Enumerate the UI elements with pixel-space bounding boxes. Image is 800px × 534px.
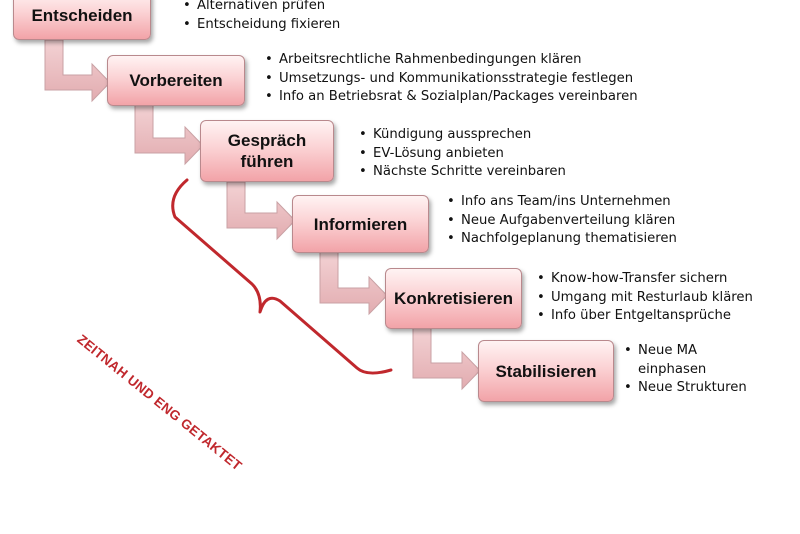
- bullets-konkretisieren: Know-how-Transfer sichern Umgang mit Res…: [537, 270, 753, 326]
- step-label: Informieren: [313, 214, 408, 234]
- step-label: Stabilisieren: [495, 361, 597, 381]
- bullets-gespraech: Kündigung aussprechen EV-Lösung anbieten…: [359, 126, 566, 182]
- list-item: Kündigung aussprechen: [359, 126, 566, 145]
- list-item: Arbeitsrechtliche Rahmenbedingungen klär…: [265, 51, 638, 70]
- step-vorbereiten: Vorbereiten: [107, 55, 245, 106]
- elbow-arrow-4: [319, 251, 388, 316]
- step-stabilisieren: Stabilisieren: [478, 340, 614, 402]
- list-item: Neue MA einphasen: [624, 342, 753, 379]
- list-item: Info an Betriebsrat & Sozialplan/Package…: [265, 88, 638, 107]
- step-gespraech-fuehren: Gespräch führen: [200, 120, 334, 182]
- list-item: Nächste Schritte vereinbaren: [359, 163, 566, 182]
- elbow-arrow-5: [412, 327, 481, 391]
- bullets-vorbereiten: Arbeitsrechtliche Rahmenbedingungen klär…: [265, 51, 638, 107]
- step-label: Gespräch führen: [227, 131, 307, 171]
- bullets-stabilisieren: Neue MA einphasen Neue Strukturen: [624, 342, 753, 398]
- elbow-arrow-2: [134, 103, 204, 166]
- list-item: Neue Strukturen: [624, 379, 753, 398]
- list-item: Info ans Team/ins Unternehmen: [447, 193, 677, 212]
- list-item: Nachfolgeplanung thematisieren: [447, 230, 677, 249]
- list-item: EV-Lösung anbieten: [359, 145, 566, 164]
- step-label: Vorbereiten: [129, 71, 223, 90]
- timeline-bracket: [171, 178, 393, 375]
- step-konkretisieren: Konkretisieren: [385, 268, 522, 329]
- step-label: Konkretisieren: [393, 289, 514, 308]
- bullets-informieren: Info ans Team/ins Unternehmen Neue Aufga…: [447, 193, 677, 249]
- list-item: Alternativen prüfen: [183, 0, 340, 16]
- list-item: Neue Aufgabenverteilung klären: [447, 212, 677, 231]
- list-item: Entscheidung fixieren: [183, 16, 340, 35]
- elbow-arrow-1: [44, 39, 111, 103]
- step-entscheiden: Entscheiden: [13, 0, 151, 40]
- list-item: Know-how-Transfer sichern: [537, 270, 753, 289]
- elbow-arrow-3: [226, 181, 296, 241]
- list-item: Umgang mit Resturlaub klären: [537, 289, 753, 308]
- bullets-entscheiden: Alternativen prüfen Entscheidung fixiere…: [183, 0, 340, 34]
- list-item: Umsetzungs- und Kommunikationsstrategie …: [265, 70, 638, 89]
- step-informieren: Informieren: [292, 195, 429, 253]
- list-item: Info über Entgeltansprüche: [537, 307, 753, 326]
- step-label: Entscheiden: [31, 5, 133, 25]
- connector-layer: [44, 39, 481, 391]
